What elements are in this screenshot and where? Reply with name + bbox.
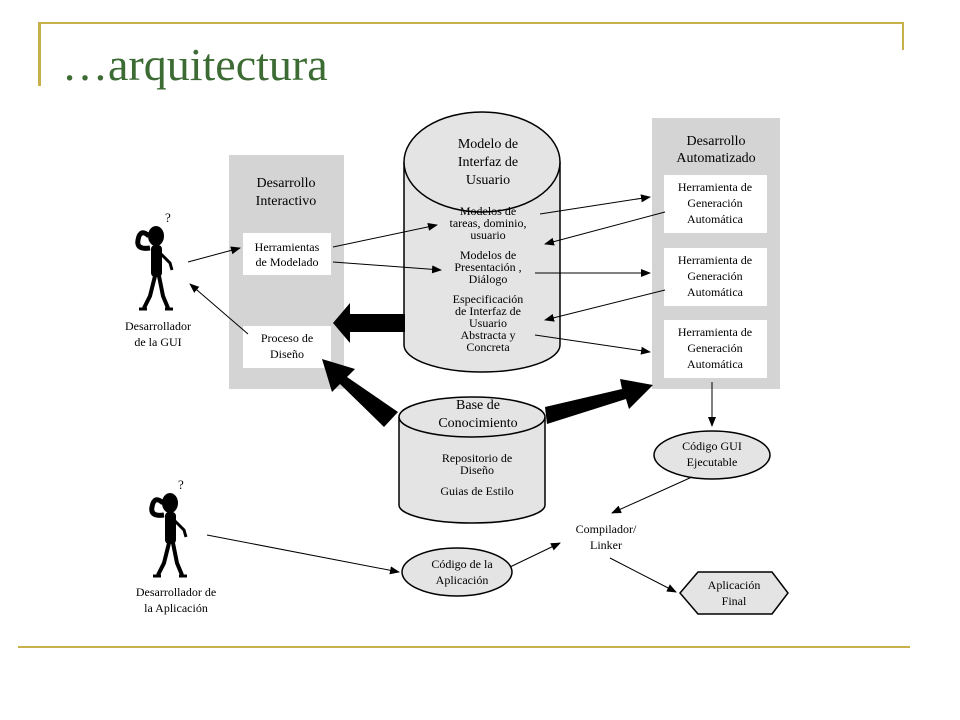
presentation-models-line1: Modelos de (460, 248, 516, 262)
presentation-models-line3: Diálogo (469, 272, 508, 286)
app-developer-icon (149, 493, 188, 578)
design-process-label-line2: Diseño (270, 347, 304, 361)
modeling-tools-label-line1: Herramientas (255, 240, 320, 254)
footer-divider (18, 646, 910, 648)
arrow-process-to-gui-dev (189, 283, 249, 335)
generation-tool-2-line2: Generación (687, 269, 742, 283)
generation-tool-3-line1: Herramienta de (678, 325, 752, 339)
ui-model-title-line3: Usuario (466, 173, 510, 188)
design-repository-line1: Repositorio de (442, 451, 512, 465)
modeling-tools-label-line2: de Modelado (256, 255, 319, 269)
spec-line4: Abstracta y (461, 328, 516, 342)
style-guides-label: Guias de Estilo (440, 484, 513, 498)
thick-arrow-model-to-process (333, 303, 405, 343)
arrow-app-dev-to-app-code (206, 534, 400, 575)
compiler-linker-line2: Linker (590, 538, 622, 552)
arrow-tool1-to-models (544, 211, 666, 246)
arrow-tools-to-task-models (332, 222, 438, 248)
compiler-linker-line1: Compilador/ (576, 522, 637, 536)
arrow-compiler-to-final-app (609, 557, 677, 593)
gui-developer-label-line1: Desarrollador (125, 319, 191, 333)
automated-title-line1: Desarrollo (686, 134, 745, 149)
ui-model-title-line2: Interfaz de (458, 155, 518, 170)
task-models-line3: usuario (470, 228, 505, 242)
arrow-tool2-to-spec (544, 289, 666, 322)
generation-tool-1-line2: Generación (687, 196, 742, 210)
generation-tool-1: Herramienta de Generación Automática (664, 175, 767, 233)
final-application-line1: Aplicación (708, 578, 761, 592)
gui-developer-icon (135, 226, 174, 311)
spec-line3: Usuario (469, 316, 507, 330)
arrow-spec-to-tool3 (534, 334, 651, 355)
app-developer-figure: ? Desarrollador de la Aplicación (136, 477, 216, 615)
automated-development-panel: Desarrollo Automatizado Herramienta de G… (652, 118, 780, 389)
gui-developer-question-mark: ? (165, 210, 171, 225)
generation-tool-2: Herramienta de Generación Automática (664, 248, 767, 306)
app-developer-question-mark: ? (178, 477, 184, 492)
interactive-title-line2: Interactivo (256, 194, 317, 209)
generation-tool-2-line1: Herramienta de (678, 253, 752, 267)
automated-title-line2: Automatizado (676, 151, 755, 166)
generation-tool-1-line1: Herramienta de (678, 180, 752, 194)
interactive-development-panel: Desarrollo Interactivo Herramientas de M… (229, 155, 344, 389)
app-developer-label-line2: la Aplicación (144, 601, 208, 615)
generation-tool-3: Herramienta de Generación Automática (664, 320, 767, 378)
interactive-title-line1: Desarrollo (256, 176, 315, 191)
task-models-line1: Modelos de (460, 204, 516, 218)
design-repository-line2: Diseño (460, 463, 494, 477)
presentation-models-line2: Presentación , (454, 260, 521, 274)
app-developer-label-line1: Desarrollador de (136, 585, 216, 599)
gui-developer-figure: ? Desarrollador de la GUI (125, 210, 191, 349)
generation-tool-2-line3: Automática (687, 285, 744, 299)
thick-arrow-knowledge-to-automated (545, 379, 653, 424)
gui-developer-label-line2: de la GUI (134, 335, 181, 349)
arrow-app-code-to-compiler (509, 542, 561, 568)
knowledge-base-title-line2: Conocimiento (438, 416, 517, 431)
title-frame-top (38, 22, 904, 24)
ui-model-cylinder: Modelo de Interfaz de Usuario Modelos de… (403, 111, 561, 373)
modeling-tools-box (243, 233, 331, 275)
title-frame-left (38, 22, 41, 86)
arrow-gui-code-to-compiler (611, 476, 693, 514)
application-code-line1: Código de la (431, 557, 493, 571)
executable-gui-code-line1: Código GUI (682, 439, 742, 453)
slide-title: …arquitectura (62, 39, 328, 90)
knowledge-base-cylinder: Base de Conocimiento Repositorio de Dise… (398, 396, 546, 524)
thick-arrows (322, 303, 653, 427)
connector-arrows (187, 194, 716, 593)
spec-line5: Concreta (466, 340, 510, 354)
executable-gui-code-line2: Ejecutable (687, 455, 738, 469)
generation-tool-1-line3: Automática (687, 212, 744, 226)
design-process-label-line1: Proceso de (261, 331, 313, 345)
thick-arrow-knowledge-to-process (322, 359, 398, 427)
executable-gui-code: Código GUI Ejecutable (653, 430, 771, 480)
knowledge-base-title-line1: Base de (456, 398, 500, 413)
final-application-line2: Final (722, 594, 747, 608)
application-code-line2: Aplicación (436, 573, 489, 587)
application-code: Código de la Aplicación (401, 547, 513, 597)
arrow-models-to-tool1 (539, 194, 651, 215)
generation-tool-3-line2: Generación (687, 341, 742, 355)
spec-line2: de Interfaz de (455, 304, 521, 318)
design-process-box (243, 326, 331, 368)
spec-line1: Especificación (453, 292, 524, 306)
ui-model-title-line1: Modelo de (458, 137, 518, 152)
arrow-tools-to-presentation (332, 261, 442, 274)
task-models-line2: tareas, dominio, (450, 216, 527, 230)
arrow-gui-dev-to-tools (187, 246, 241, 263)
compiler-linker: Compilador/ Linker (562, 516, 650, 556)
generation-tool-3-line3: Automática (687, 357, 744, 371)
final-application: Aplicación Final (679, 571, 789, 615)
title-frame-right (902, 22, 904, 50)
